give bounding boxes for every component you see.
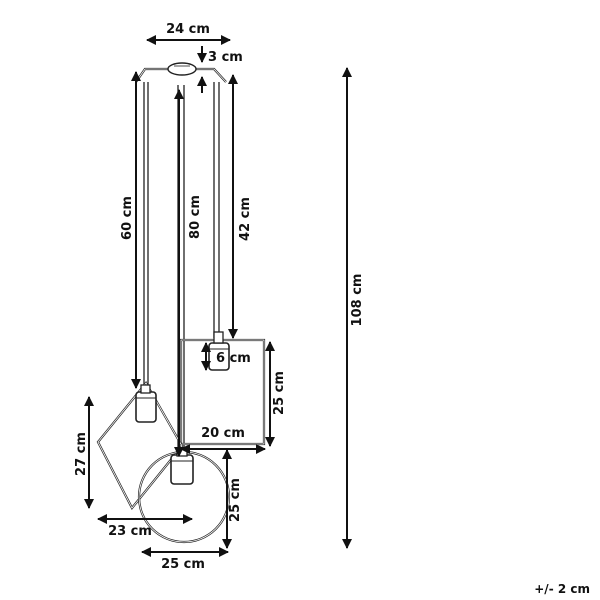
label-canopy-height: 3 cm (208, 50, 243, 65)
dimension-labels: 24 cm 3 cm 60 cm 80 cm 42 cm 108 cm 6 cm… (74, 22, 590, 596)
ceiling-canopy (135, 62, 227, 83)
ring-lamp (137, 447, 231, 544)
label-diamond-width: 23 cm (108, 524, 152, 539)
label-canopy-width: 24 cm (166, 22, 210, 37)
label-square-width: 20 cm (201, 426, 245, 441)
label-cable-right: 42 cm (238, 197, 253, 241)
label-ring-width: 25 cm (161, 557, 205, 572)
label-cable-middle: 80 cm (188, 195, 203, 239)
tolerance-note: +/- 2 cm (534, 582, 590, 596)
label-socket-height: 6 cm (216, 351, 251, 366)
label-diamond-height: 27 cm (74, 432, 89, 476)
dimension-lines (84, 35, 352, 557)
label-total-height: 108 cm (350, 274, 365, 327)
lamp-drawing (96, 62, 266, 544)
label-square-height: 25 cm (272, 371, 287, 415)
label-cable-left: 60 cm (120, 196, 135, 240)
diamond-lamp (96, 381, 184, 511)
label-ring-height: 25 cm (228, 478, 243, 522)
